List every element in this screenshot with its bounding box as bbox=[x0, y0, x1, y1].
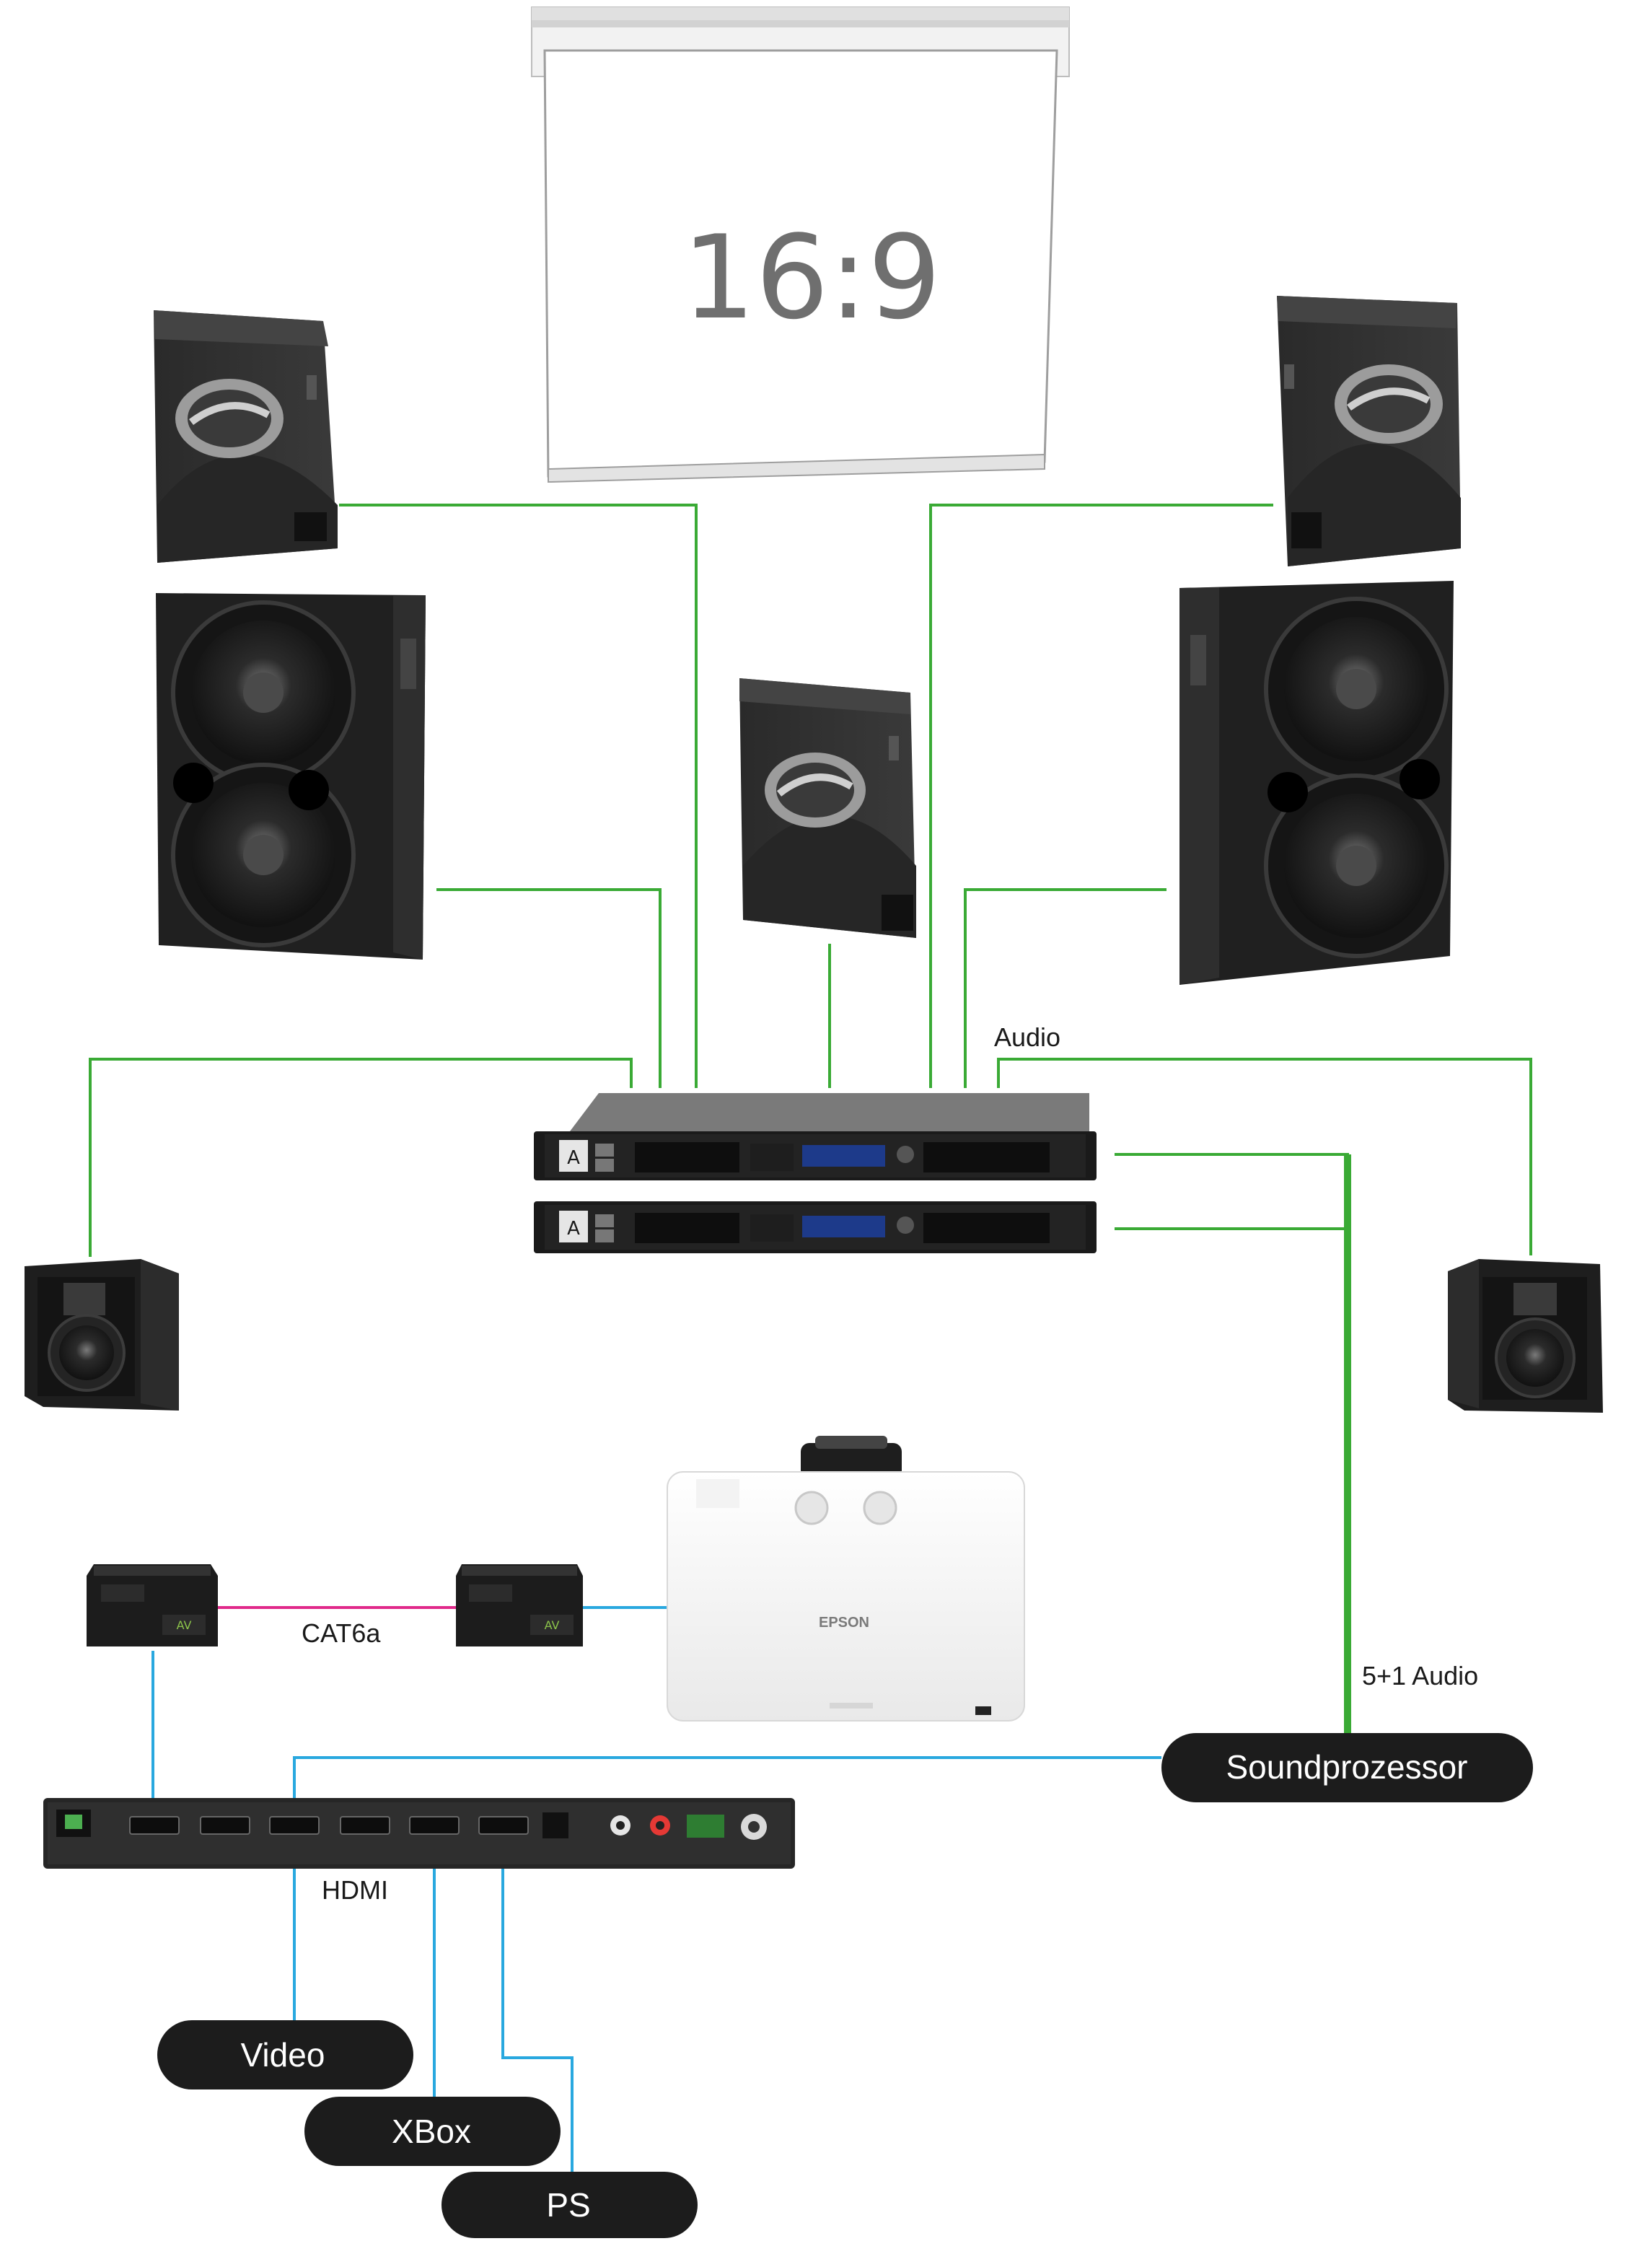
cable-surround-left bbox=[89, 1058, 633, 1257]
speaker-icon bbox=[154, 310, 338, 563]
speaker-cables bbox=[89, 504, 1532, 1740]
cable-surround-right bbox=[997, 1058, 1532, 1255]
projection-screen-icon: 16:9 bbox=[531, 6, 1070, 483]
cat6a-label: CAT6a bbox=[302, 1618, 381, 1648]
amplifier-icon: A bbox=[534, 1201, 1097, 1253]
speaker-icon bbox=[739, 678, 916, 938]
projector-icon: EPSON bbox=[667, 1436, 1025, 1722]
cable-ps bbox=[501, 1869, 574, 2173]
subwoofer-icon bbox=[1179, 581, 1454, 985]
hdmi-matrix-icon bbox=[43, 1798, 795, 1869]
sound-processor-label: Soundprozessor bbox=[1226, 1748, 1468, 1786]
cable-front-right-top bbox=[929, 504, 1273, 1088]
hdmi-label: HDMI bbox=[322, 1875, 388, 1905]
cable-sub-right bbox=[964, 888, 1166, 1088]
hdbaset-extender-icon: AV bbox=[87, 1564, 218, 1646]
cable-amp1-to-processor bbox=[1115, 1153, 1349, 1740]
hdmi-cables bbox=[151, 1606, 1161, 2173]
xbox-source-pill: XBox bbox=[304, 2097, 561, 2166]
svg-text:AV: AV bbox=[177, 1618, 192, 1632]
ps-label: PS bbox=[546, 2186, 590, 2224]
cable-processor-to-matrix bbox=[293, 1756, 1161, 1805]
projector-brand: EPSON bbox=[819, 1615, 869, 1631]
sound-processor-pill: Soundprozessor bbox=[1161, 1733, 1533, 1802]
surround-audio-label: 5+1 Audio bbox=[1362, 1661, 1478, 1690]
svg-text:AV: AV bbox=[545, 1618, 560, 1632]
speaker-icon bbox=[25, 1259, 179, 1411]
hdbaset-extender-icon: AV bbox=[456, 1564, 583, 1646]
cable-sub-left bbox=[436, 888, 662, 1088]
xbox-label: XBox bbox=[392, 2113, 471, 2150]
svg-text:A: A bbox=[567, 1147, 580, 1169]
screen-aspect-label: 16:9 bbox=[682, 210, 941, 345]
video-label: Video bbox=[241, 2036, 325, 2074]
audio-label: Audio bbox=[994, 1022, 1060, 1052]
svg-text:A: A bbox=[567, 1218, 580, 1240]
amplifier-icon: A bbox=[534, 1093, 1097, 1180]
speaker-icon bbox=[1277, 296, 1461, 566]
video-source-pill: Video bbox=[157, 2020, 413, 2089]
cable-front-left-top bbox=[339, 504, 698, 1088]
ps-source-pill: PS bbox=[441, 2172, 698, 2238]
subwoofer-icon bbox=[156, 593, 426, 960]
speaker-icon bbox=[1448, 1259, 1603, 1413]
